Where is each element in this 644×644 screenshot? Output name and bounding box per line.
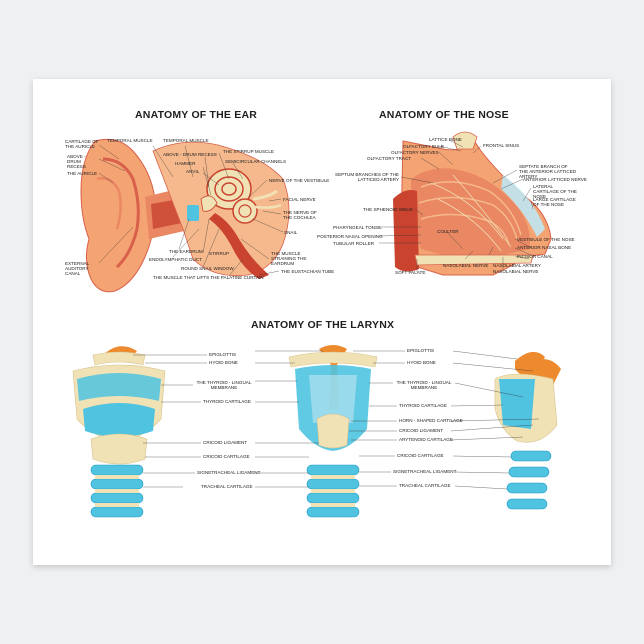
- label-temporal-muscle-2: TEMPORAL MUSCLE: [163, 138, 209, 143]
- label-coulter: COULTER: [437, 229, 459, 234]
- label-l-hyoid: HYOID BONE: [209, 360, 238, 365]
- label-tubular-roller: TUBULAR ROLLER: [333, 241, 375, 246]
- label-eardrum: THE EARDRUM: [169, 249, 203, 254]
- label-round-window: ROUND SNAIL WINDOW: [181, 266, 234, 271]
- label-anvil: ANVIL: [186, 169, 200, 174]
- label-l-thyroid-lingual: THE THYROID - LINGUAL MEMBRANE: [196, 380, 252, 391]
- label-r-thyroid-lingual: THE THYROID - LINGUAL MEMBRANE: [396, 380, 452, 391]
- larynx-back-illustration: [288, 345, 378, 518]
- label-r-hyoid: HYOID BONE: [407, 360, 436, 365]
- label-large-cartilage: LARGE CARTILAGE OF THE NOSE: [533, 197, 576, 208]
- label-nasolabial-nerve: NASOLABIAL NERVE: [443, 263, 489, 268]
- nose-title: ANATOMY OF THE NOSE: [379, 109, 509, 121]
- label-temporal-muscle-1: TEMPORAL MUSCLE: [107, 138, 153, 143]
- label-l-tracheal: TRACHEAL CARTILAGE: [201, 484, 253, 489]
- label-facial-nerve: FACIAL NERVE: [283, 197, 316, 202]
- label-external-canal: EXTERNAL AUDITORY CANAL: [65, 261, 90, 277]
- label-soft-palate: SOFT PALATE: [395, 270, 426, 275]
- label-the-auricle: THE AURICLE: [67, 171, 98, 176]
- label-nasolabial-artery: NASOLABIAL ARTERY: [493, 263, 541, 268]
- leader-lines: [98, 139, 540, 490]
- label-pharyngeal-tonsil: PHARYNGEAL TONSIL: [333, 225, 382, 230]
- label-lateral-cartilage: LATERAL CARTILAGE OF THE NOSE: [533, 184, 577, 200]
- label-r-signetracheal: SIGNETRACHEAL LIGAMENT: [393, 469, 457, 474]
- label-r-cricoid-cart: CRICOID CARTILAGE: [397, 453, 444, 458]
- label-r-tracheal: TRACHEAL CARTILAGE: [399, 483, 451, 488]
- label-olfactory-tract: OLFACTORY TRACT: [367, 156, 412, 161]
- label-l-cricoid-cart: CRICOID CARTILAGE: [203, 454, 250, 459]
- larynx-side-illustration: [494, 351, 561, 510]
- label-posterior-nasal: POSTERIOR NASAL OPENING: [317, 234, 383, 239]
- label-endolymphatic: ENDOLYMPHATIC DUCT: [149, 257, 202, 262]
- label-lattice-bone: LATTICE BONE: [429, 137, 462, 142]
- label-above-drum-recess: ABOVE - DRUM RECESS: [163, 152, 217, 157]
- label-nerve-cochlea: THE NERVE OF THE COCHLEA: [283, 210, 317, 221]
- label-anterior-nasal-bone: ANTERIOR NASAL BONE: [517, 245, 572, 250]
- label-stirrup-muscle: THE STIRRUP MUSCLE: [223, 149, 274, 154]
- label-vestibule-nose: VESTIBULE OF THE NOSE: [517, 237, 575, 242]
- label-semicircular: SEMICIRCULAR CHANNELS: [225, 159, 287, 164]
- label-frontal-sinus: FRONTAL SINUS: [483, 143, 520, 148]
- label-muscle-straining: THE MUSCLE STRAINING THE EARDRUM: [271, 251, 307, 267]
- label-septum-branches: SEPTUM BRANCHES OF THE LATTICED ARTERY: [335, 172, 399, 183]
- label-snail: SNAIL: [284, 230, 298, 235]
- label-olfactory-bulb: OLFACTORY BULB: [403, 144, 444, 149]
- label-muscle-palatine: THE MUSCLE THAT LIFTS THE PALATINE CURTA…: [153, 275, 264, 280]
- label-hammer: HAMMER: [175, 161, 196, 166]
- label-nerve-vestibule: NERVE OF THE VESTIBULE: [269, 178, 330, 183]
- illustration-canvas: [72, 131, 561, 518]
- label-above-drum-recess-left: ABOVE - DRUM RECESS: [67, 154, 86, 170]
- label-l-thyroid-cart: THYROID CARTILAGE: [203, 399, 251, 404]
- ear-title: ANATOMY OF THE EAR: [135, 109, 258, 121]
- label-septate-branch: SEPTATE BRANCH OF THE ANTERIOR LATTICED …: [519, 164, 577, 180]
- label-nasolabial-nerve-2: NASOLABIAL NERVE: [493, 269, 539, 274]
- poster: ANATOMY OF THE EAR ANATOMY OF THE NOSE A…: [33, 79, 611, 565]
- nose-illustration: [393, 131, 552, 276]
- label-stirrup: STIRRUP: [209, 251, 230, 256]
- label-eustachian: THE EUSTACHIAN TUBE: [281, 269, 335, 274]
- label-olfactory-nerves: OLFACTORY NERVES: [391, 150, 439, 155]
- larynx-title: ANATOMY OF THE LARYNX: [251, 319, 395, 331]
- label-l-signetracheal: SIGNETRACHEAL LIGAMENT: [197, 470, 261, 475]
- label-cartilage-auricle: CARTILAGE OF THE AURICLE: [65, 139, 99, 150]
- label-incisor-canal: INCISOR CANAL: [517, 254, 553, 259]
- label-sphenoid-sinus: THE SPHENOID SINUS: [363, 207, 413, 212]
- label-l-cricoid-lig: CRICOID LIGAMENT: [203, 440, 248, 445]
- ear-illustration: [80, 138, 290, 293]
- label-anterior-lattice-nerve: ANTERIOR LATTICED NERVE: [523, 177, 587, 182]
- label-r-thyroid-cart: THYROID CARTILAGE: [399, 403, 447, 408]
- label-r-horn-shaped: HORN - SHAPED CARTILAGE: [399, 418, 463, 423]
- label-l-epiglottis: EPIGLOTTIS: [209, 352, 237, 357]
- label-r-cricoid-lig: CRICOID LIGAMENT: [399, 428, 444, 433]
- label-r-arytenoid: ARYTENOID CARTILAGE: [399, 437, 453, 442]
- label-r-epiglottis: EPIGLOTTIS: [407, 348, 435, 353]
- larynx-front-illustration: [72, 346, 166, 518]
